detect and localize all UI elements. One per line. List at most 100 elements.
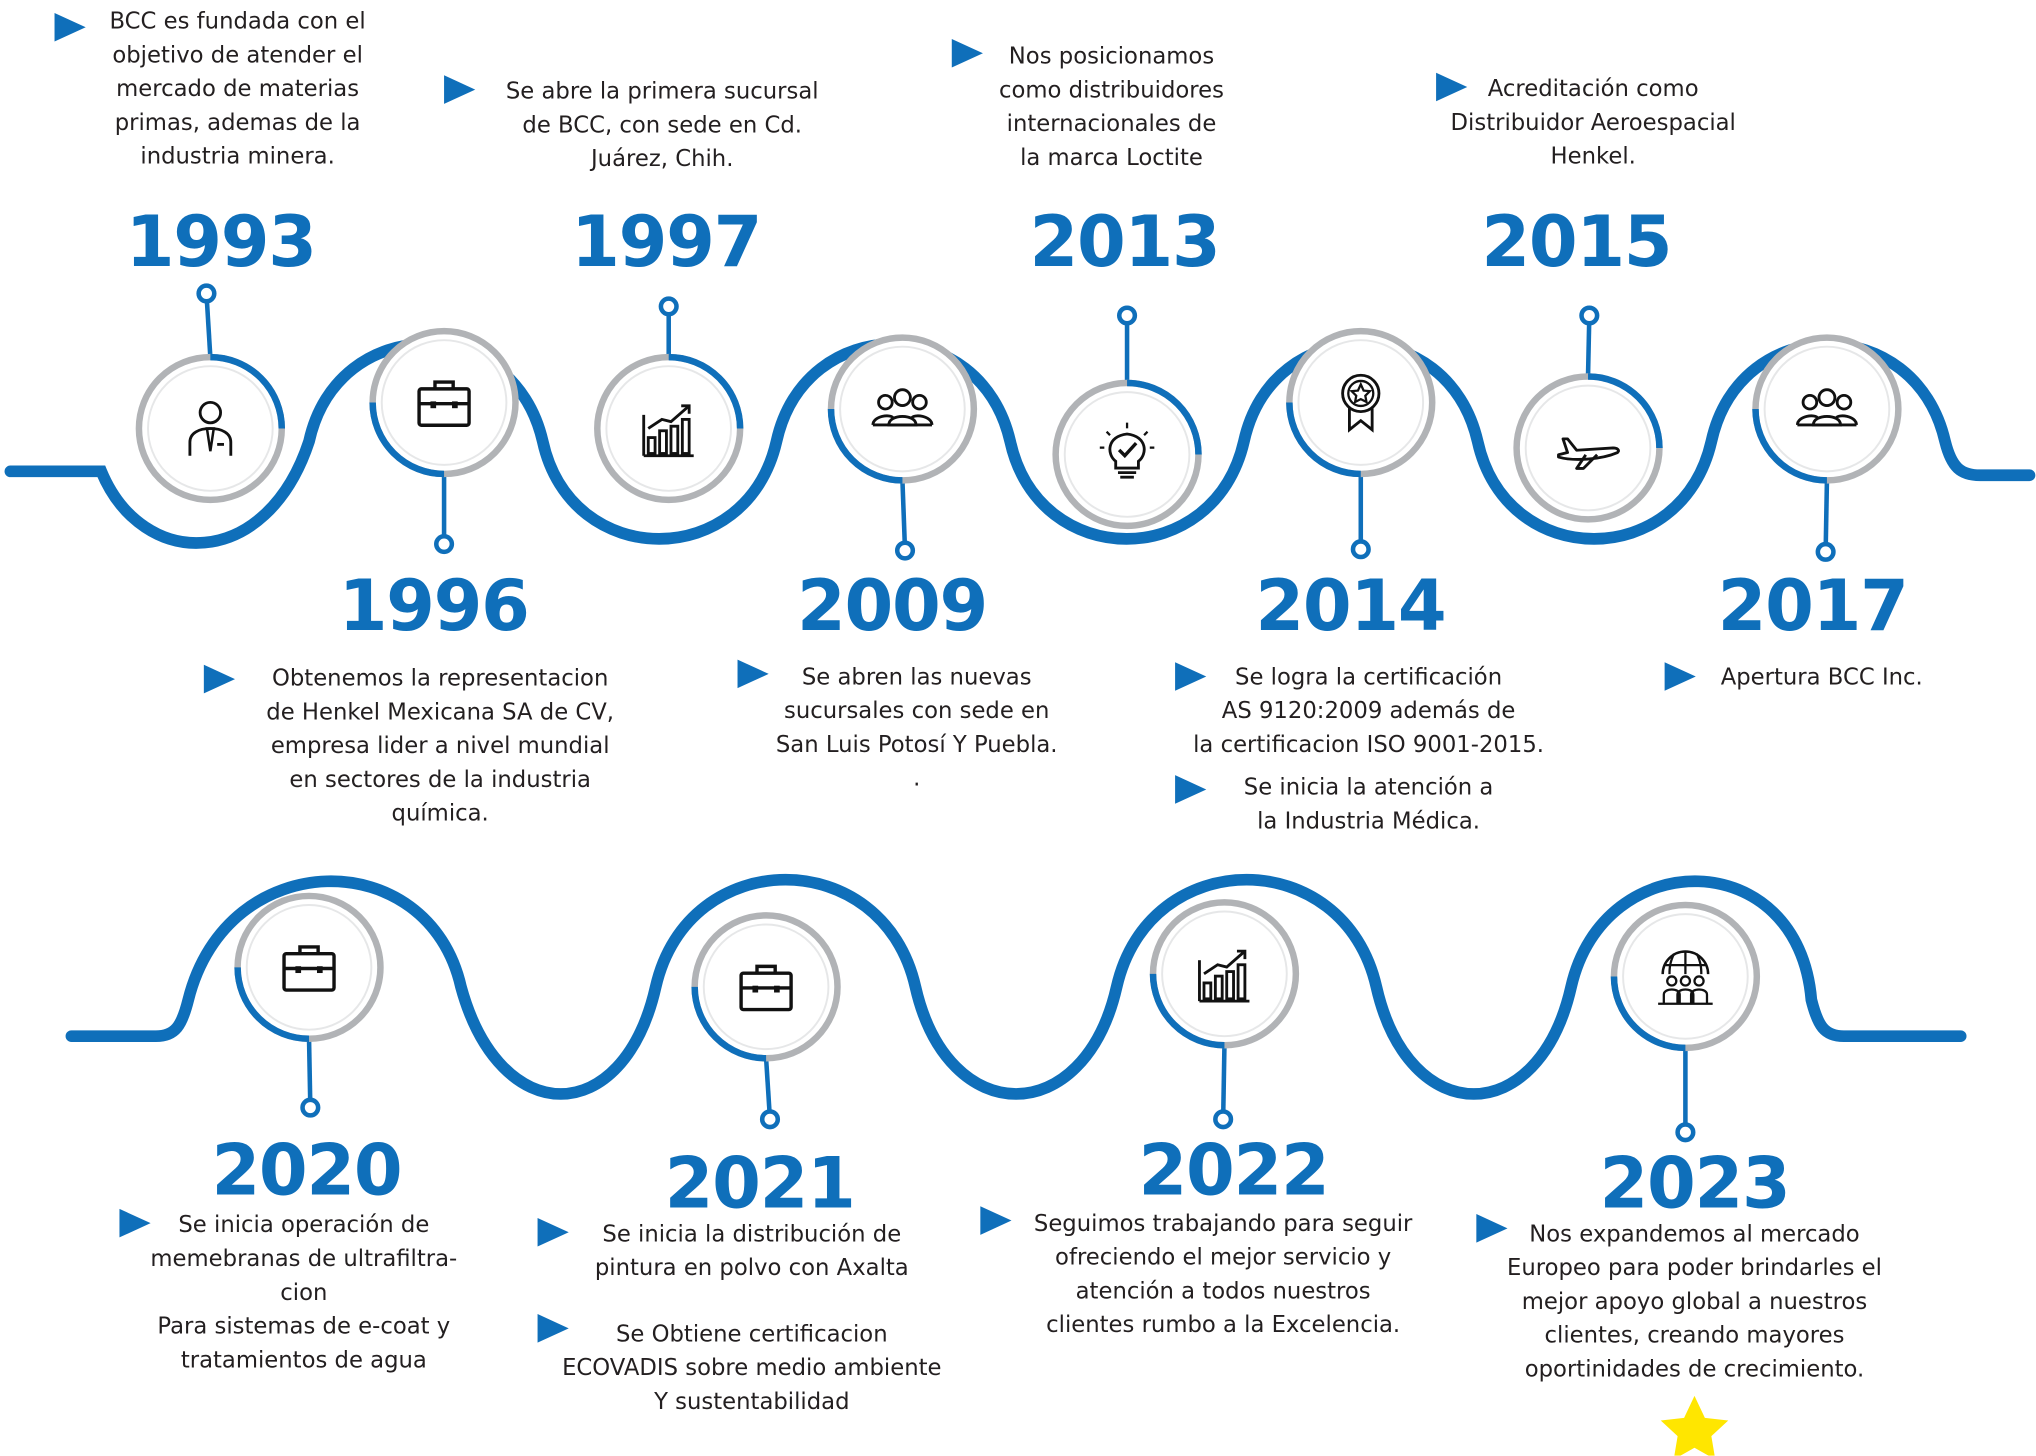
connector-dot-1996 bbox=[434, 533, 455, 555]
milestone-node-2023 bbox=[1610, 901, 1761, 1052]
description-line: industria minera. bbox=[140, 144, 335, 171]
bullet-arrow-icon bbox=[54, 12, 86, 42]
bullet-arrow-icon bbox=[1175, 775, 1207, 804]
team-icon bbox=[871, 388, 934, 427]
briefcase-icon bbox=[417, 380, 471, 427]
description-line: mejor apoyo global a nuestros bbox=[1521, 1289, 1868, 1316]
team-icon bbox=[1795, 388, 1858, 427]
bullet-arrow-icon bbox=[737, 659, 769, 689]
description-line: Se logra la certificación bbox=[1235, 664, 1503, 691]
briefcase-icon bbox=[282, 945, 336, 992]
description-line: Se inicia operación de bbox=[178, 1212, 430, 1239]
description-line: ECOVADIS sobre medio ambiente bbox=[562, 1355, 942, 1382]
award-badge-icon bbox=[1341, 373, 1381, 433]
year-label-2013: 2013 bbox=[1029, 201, 1220, 284]
description-line: empresa lider a nivel mundial bbox=[270, 733, 610, 760]
year-label-2022: 2022 bbox=[1138, 1129, 1330, 1212]
timeline-path-bottom bbox=[65, 874, 1967, 1100]
milestone-node-1997 bbox=[594, 353, 744, 504]
description-line: de Henkel Mexicana SA de CV, bbox=[266, 699, 615, 726]
milestone-node-1993 bbox=[135, 353, 286, 504]
description-line: Henkel. bbox=[1550, 144, 1636, 171]
description-line: Se Obtiene certificacion bbox=[615, 1321, 888, 1348]
connector-line-2015 bbox=[1585, 315, 1592, 377]
year-label-2020: 2020 bbox=[211, 1129, 402, 1212]
description-line: Juárez, Chih. bbox=[590, 146, 734, 173]
description-line: la Industria Médica. bbox=[1257, 808, 1481, 835]
description-line: de BCC, con sede en Cd. bbox=[522, 112, 803, 139]
bullet-arrow-icon bbox=[1664, 662, 1696, 691]
bullet-arrow-icon bbox=[1476, 1214, 1508, 1243]
global-team-icon bbox=[1658, 950, 1713, 1005]
description-line: Para sistemas de e-coat y bbox=[157, 1314, 451, 1341]
description-line: la marca Loctite bbox=[1020, 145, 1203, 172]
connector-line-2021 bbox=[763, 1058, 773, 1120]
milestone-description-2020: Se inicia operación de memebranas de ultr… bbox=[83, 1209, 524, 1378]
milestone-node-2009 bbox=[827, 334, 978, 484]
description-line: ofreciendo el mejor servicio y bbox=[1055, 1245, 1392, 1272]
connector-dot-2009 bbox=[894, 540, 916, 561]
connector-dot-2015 bbox=[1579, 305, 1600, 326]
description-line: sucursales con sede en bbox=[783, 698, 1050, 725]
bullet-arrow-icon bbox=[537, 1314, 569, 1343]
connector-dot-2023 bbox=[1675, 1122, 1696, 1143]
description-line: Acreditación como bbox=[1487, 76, 1699, 103]
description-line: BCC es fundada con el bbox=[109, 9, 366, 36]
milestone-node-2020 bbox=[234, 892, 384, 1043]
description-line: Se inicia la atención a bbox=[1243, 775, 1494, 802]
connector-line-2022 bbox=[1220, 1045, 1227, 1120]
description-line: química. bbox=[391, 801, 489, 828]
bullet-arrow-icon bbox=[1175, 662, 1207, 691]
milestone-node-2015 bbox=[1513, 373, 1663, 523]
description-line: Distribuidor Aeroespacial bbox=[1450, 110, 1736, 137]
connector-dot-2020 bbox=[300, 1097, 321, 1118]
lightbulb-check-icon bbox=[1099, 422, 1155, 479]
description-line: Se inicia la distribución de bbox=[602, 1221, 902, 1248]
bullet-arrow-icon bbox=[1436, 72, 1468, 102]
connector-line-2017 bbox=[1823, 480, 1830, 552]
briefcase-icon bbox=[739, 964, 793, 1012]
milestone-description-2009: Se abren las nuevas sucursales con sede e… bbox=[696, 661, 1137, 796]
year-label-1993: 1993 bbox=[125, 201, 317, 284]
growth-chart-icon bbox=[1198, 949, 1250, 1003]
description-line: Se abren las nuevas bbox=[801, 664, 1032, 691]
description-line: Obtenemos la representacion bbox=[271, 666, 609, 693]
connector-line-2020 bbox=[306, 1038, 313, 1108]
year-label-2014: 2014 bbox=[1255, 564, 1446, 647]
description-line: memebranas de ultrafiltra- bbox=[150, 1246, 458, 1273]
description-line: mercado de materias bbox=[116, 76, 360, 103]
bullet-arrow-icon bbox=[203, 664, 236, 694]
milestone-node-2021 bbox=[691, 912, 841, 1062]
description-line: . bbox=[913, 766, 921, 793]
description-line: Se abre la primera sucursal bbox=[505, 79, 819, 106]
description-line: primas, ademas de la bbox=[114, 110, 361, 137]
year-label-2009: 2009 bbox=[797, 564, 988, 647]
bullet-arrow-icon bbox=[444, 75, 476, 104]
bullet-arrow-icon bbox=[980, 1206, 1012, 1235]
description-line: objetivo de atender el bbox=[112, 42, 363, 69]
description-line: Y sustentabilidad bbox=[654, 1389, 850, 1416]
growth-chart-icon bbox=[642, 404, 694, 458]
milestone-description-2017: Apertura BCC Inc. bbox=[1601, 661, 2036, 695]
description-line: tratamientos de agua bbox=[180, 1347, 427, 1374]
description-line: internacionales de bbox=[1006, 111, 1217, 138]
milestone-description-extra-2014: Se inicia la atención a la Industria Médi… bbox=[1148, 771, 1589, 839]
year-label-2023: 2023 bbox=[1599, 1142, 1790, 1225]
connector-dot-1993 bbox=[196, 283, 217, 304]
description-line: clientes, creando mayores bbox=[1544, 1323, 1845, 1350]
milestone-description-1997: Se abre la primera sucursal de BCC, con s… bbox=[441, 75, 882, 176]
milestone-node-2022 bbox=[1149, 899, 1300, 1049]
year-label-2015: 2015 bbox=[1481, 201, 1672, 284]
milestone-node-2014 bbox=[1286, 327, 1436, 478]
milestone-description-1996: Obtenemos la representacion de Henkel Mex… bbox=[219, 662, 660, 831]
connector-dot-2014 bbox=[1350, 539, 1371, 560]
description-line: la certificacion ISO 9001-2015. bbox=[1193, 732, 1545, 759]
connector-dot-2017 bbox=[1815, 541, 1836, 562]
connector-dot-2022 bbox=[1213, 1109, 1234, 1130]
